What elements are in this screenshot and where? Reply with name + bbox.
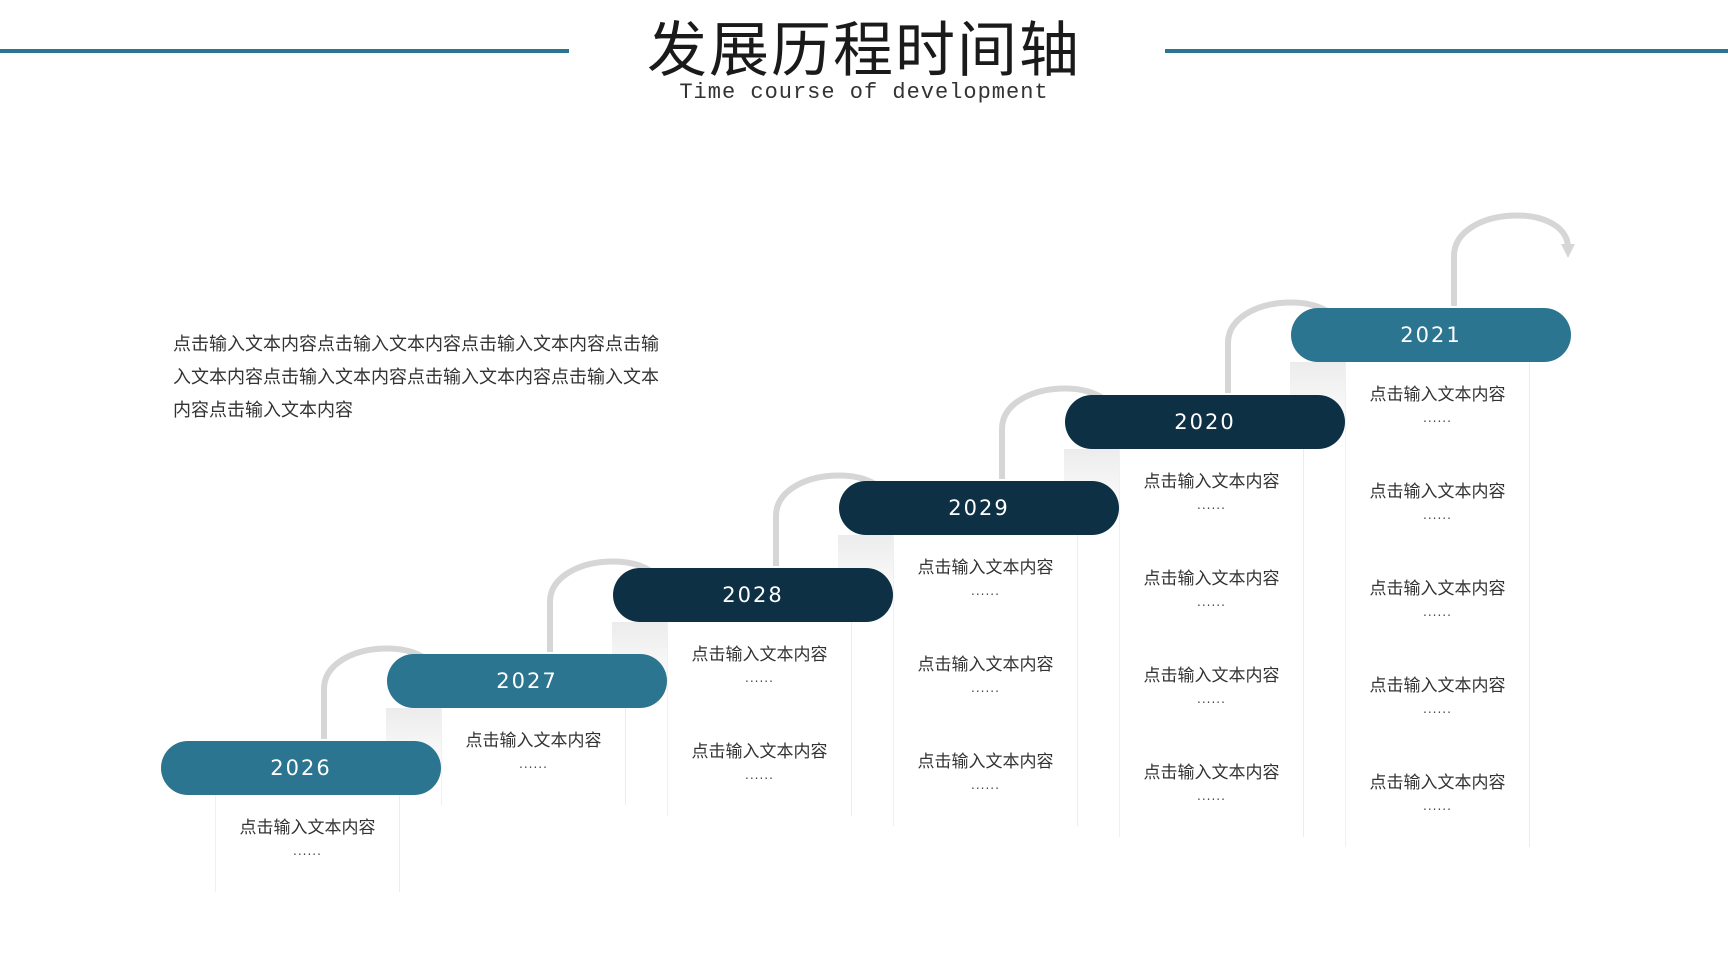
step-arrow-head-icon [1561,244,1575,258]
step-item[interactable]: 点击输入文本内容...... [216,795,399,892]
step-item[interactable]: 点击输入文本内容...... [668,719,851,816]
page-subtitle: Time course of development [679,80,1049,105]
step-item[interactable]: 点击输入文本内容...... [1120,546,1303,643]
header-line-right [1165,49,1728,53]
step-item-text: 点击输入文本内容 [917,558,1054,578]
step-item-ellipsis: ...... [1423,508,1452,522]
step-item-ellipsis: ...... [745,768,774,782]
step-item-text: 点击输入文本内容 [691,742,828,762]
step-item-text: 点击输入文本内容 [917,752,1054,772]
step-item[interactable]: 点击输入文本内容...... [668,622,851,719]
step-item[interactable]: 点击输入文本内容...... [1120,740,1303,837]
step-item[interactable]: 点击输入文本内容...... [1346,362,1529,459]
step-item-ellipsis: ...... [1197,595,1226,609]
step-item[interactable]: 点击输入文本内容...... [894,632,1077,729]
step-item-text: 点击输入文本内容 [1143,763,1280,783]
step-item[interactable]: 点击输入文本内容...... [1120,449,1303,546]
step-item-ellipsis: ...... [1423,799,1452,813]
step-item-text: 点击输入文本内容 [465,731,602,751]
step-item-text: 点击输入文本内容 [917,655,1054,675]
year-pill-2026[interactable]: 2026 [161,741,441,795]
step-item-text: 点击输入文本内容 [1369,579,1506,599]
header-line-left [0,49,569,53]
step-panel-2029: 点击输入文本内容......点击输入文本内容......点击输入文本内容....… [893,535,1078,826]
step-item-ellipsis: ...... [1423,411,1452,425]
step-item-ellipsis: ...... [1197,498,1226,512]
step-panel-2026: 点击输入文本内容...... [215,795,400,892]
step-panel-2020: 点击输入文本内容......点击输入文本内容......点击输入文本内容....… [1119,449,1304,837]
year-pill-2020[interactable]: 2020 [1065,395,1345,449]
step-panel-2027: 点击输入文本内容...... [441,708,626,805]
step-item-ellipsis: ...... [1423,605,1452,619]
step-item-ellipsis: ...... [971,778,1000,792]
step-item-text: 点击输入文本内容 [1369,385,1506,405]
step-panel-2028: 点击输入文本内容......点击输入文本内容...... [667,622,852,816]
step-item-ellipsis: ...... [293,844,322,858]
step-item-text: 点击输入文本内容 [1369,482,1506,502]
step-item-ellipsis: ...... [519,757,548,771]
step-item[interactable]: 点击输入文本内容...... [1346,459,1529,556]
step-item[interactable]: 点击输入文本内容...... [894,535,1077,632]
step-item-ellipsis: ...... [1197,789,1226,803]
step-item[interactable]: 点击输入文本内容...... [894,729,1077,826]
intro-paragraph: 点击输入文本内容点击输入文本内容点击输入文本内容点击输入文本内容点击输入文本内容… [173,334,659,421]
step-item-ellipsis: ...... [971,584,1000,598]
step-item[interactable]: 点击输入文本内容...... [1120,643,1303,740]
step-item-text: 点击输入文本内容 [1369,676,1506,696]
step-arrow-path [1451,212,1571,306]
year-pill-2028[interactable]: 2028 [613,568,893,622]
step-item-ellipsis: ...... [1423,702,1452,716]
step-item-text: 点击输入文本内容 [691,645,828,665]
step-item[interactable]: 点击输入文本内容...... [1346,653,1529,750]
step-item[interactable]: 点击输入文本内容...... [1346,556,1529,653]
year-pill-2029[interactable]: 2029 [839,481,1119,535]
step-item-text: 点击输入文本内容 [239,818,376,838]
step-panel-2021: 点击输入文本内容......点击输入文本内容......点击输入文本内容....… [1345,362,1530,847]
step-item-ellipsis: ...... [971,681,1000,695]
step-item[interactable]: 点击输入文本内容...... [1346,750,1529,847]
year-pill-2021[interactable]: 2021 [1291,308,1571,362]
year-pill-2027[interactable]: 2027 [387,654,667,708]
step-item-text: 点击输入文本内容 [1143,666,1280,686]
step-item-ellipsis: ...... [745,671,774,685]
step-item-text: 点击输入文本内容 [1369,773,1506,793]
page-title: 发展历程时间轴 [647,16,1081,86]
step-item[interactable]: 点击输入文本内容...... [442,708,625,805]
step-item-text: 点击输入文本内容 [1143,472,1280,492]
step-item-text: 点击输入文本内容 [1143,569,1280,589]
step-item-ellipsis: ...... [1197,692,1226,706]
